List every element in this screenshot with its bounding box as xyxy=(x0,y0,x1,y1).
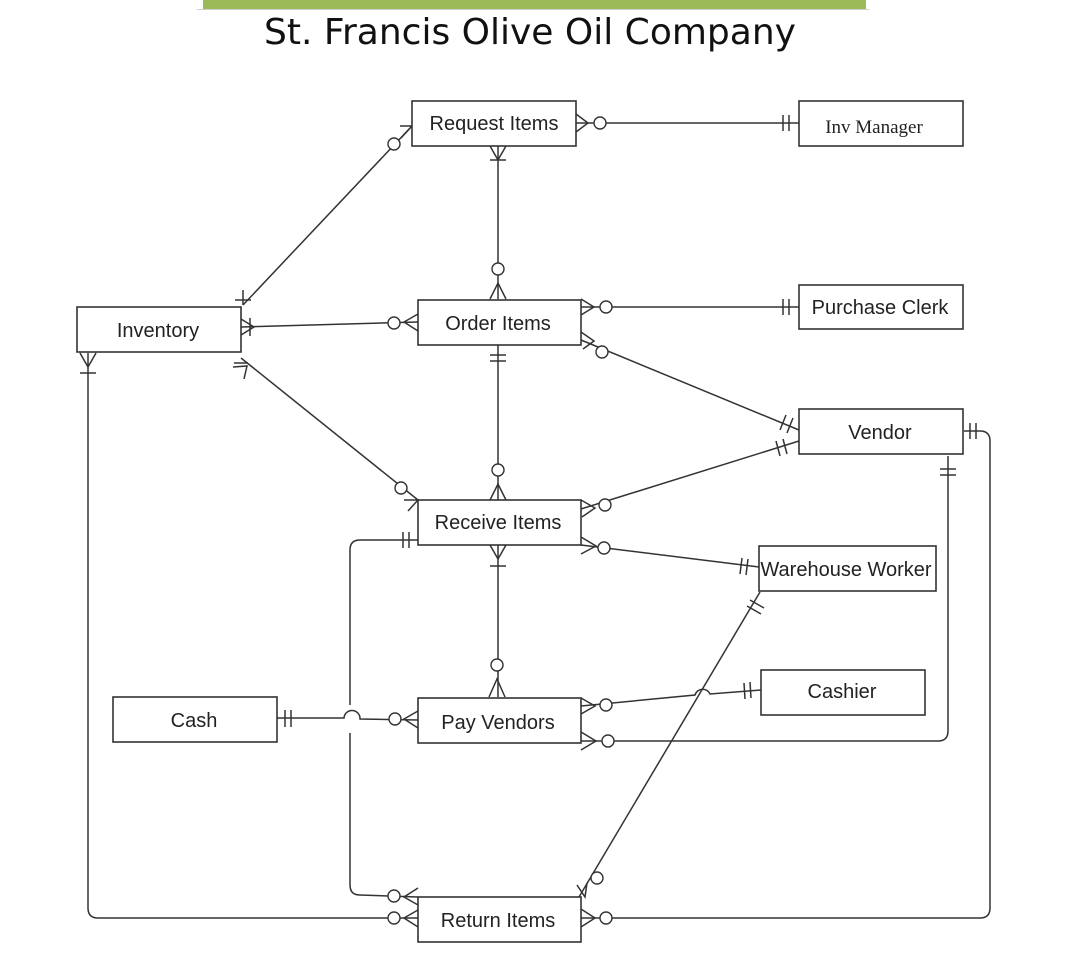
entity-inv-manager[interactable]: Inv Manager xyxy=(798,100,964,147)
entity-receive-items[interactable]: Receive Items xyxy=(417,499,582,546)
edge-return-items-vendor xyxy=(581,430,991,919)
entity-label: Purchase Clerk xyxy=(812,297,950,319)
entity-warehouse-worker[interactable]: Warehouse Worker xyxy=(758,545,937,592)
edge-return-items-warehouse-worker xyxy=(578,591,761,898)
entity-label: Request Items xyxy=(430,113,559,135)
entity-vendor[interactable]: Vendor xyxy=(798,408,964,455)
edge-cash-pay-vendors xyxy=(277,709,419,721)
edge-inventory-receive-items xyxy=(240,357,419,501)
edge-pay-vendors-vendor xyxy=(581,456,949,742)
entity-label: Cashier xyxy=(808,681,877,703)
entity-label: Order Items xyxy=(445,313,551,335)
entity-label: Return Items xyxy=(441,910,555,932)
entity-cash[interactable]: Cash xyxy=(112,696,278,743)
entity-purchase-clerk[interactable]: Purchase Clerk xyxy=(798,284,964,330)
entity-label: Inv Manager xyxy=(825,117,923,138)
entity-label: Warehouse Worker xyxy=(760,559,932,581)
entity-pay-vendors[interactable]: Pay Vendors xyxy=(417,697,582,744)
entity-label: Receive Items xyxy=(435,512,562,534)
edge-receive-items-vendor xyxy=(580,440,800,510)
entity-request-items[interactable]: Request Items xyxy=(411,100,577,147)
entity-label: Pay Vendors xyxy=(441,712,554,734)
entity-cashier[interactable]: Cashier xyxy=(760,669,926,716)
header-rule xyxy=(197,9,869,10)
entity-label: Inventory xyxy=(117,320,199,342)
entity-inventory[interactable]: Inventory xyxy=(76,306,242,353)
entity-label: Vendor xyxy=(848,422,912,444)
cardinality-marks xyxy=(79,113,977,928)
entity-return-items[interactable]: Return Items xyxy=(417,896,582,943)
entity-label: Cash xyxy=(171,710,218,732)
edge-receive-items-return-items xyxy=(349,539,419,898)
edge-order-items-vendor xyxy=(580,339,800,431)
page-title: St. Francis Olive Oil Company xyxy=(264,12,796,53)
edge-inventory-request-items xyxy=(242,125,413,306)
edge-inventory-return-items xyxy=(87,353,418,919)
entity-order-items[interactable]: Order Items xyxy=(417,299,582,346)
